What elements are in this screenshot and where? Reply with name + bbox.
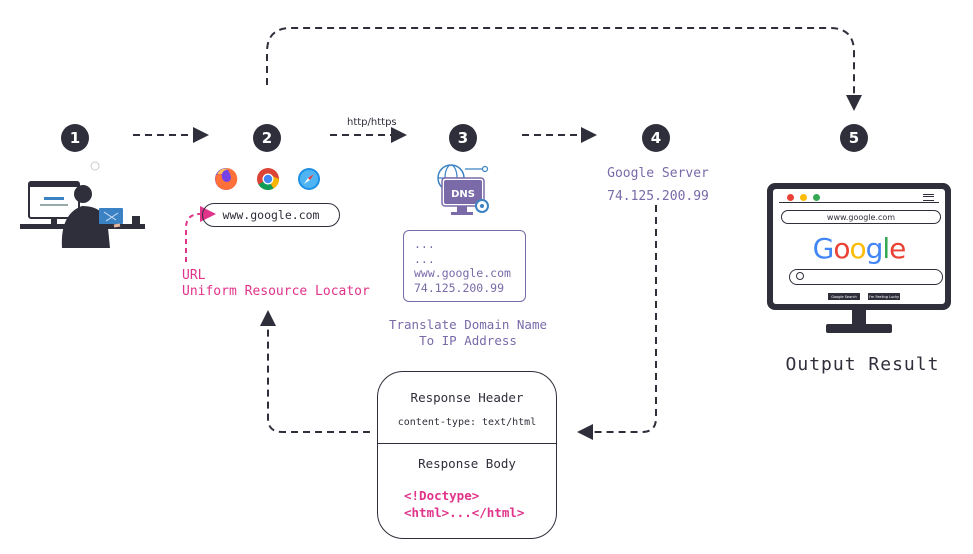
arrow-server-to-response: [577, 205, 657, 440]
firefox-icon: [213, 166, 239, 192]
url-caption: URL Uniform Resource Locator: [182, 268, 370, 300]
dns-caption: Translate Domain Name To IP Address: [383, 317, 553, 349]
step-5-badge: 5: [840, 124, 868, 152]
feeling-lucky-button: I'm Feeling Lucky: [868, 293, 900, 300]
google-search-button: Google Search: [828, 293, 860, 300]
dns-icon-text: DNS: [451, 189, 475, 200]
dns-ip: 74.125.200.99: [414, 280, 505, 295]
output-monitor: www.google.com Google Google Search I'm …: [767, 183, 951, 310]
url-caption-abbr: URL: [182, 268, 206, 283]
dns-server-icon: DNS: [433, 162, 495, 222]
monitor-neck: [852, 310, 866, 324]
step-1-badge: 1: [61, 124, 89, 152]
safari-icon: [296, 166, 322, 192]
chrome-icon: [255, 166, 281, 192]
url-bar: www.google.com: [202, 203, 340, 227]
arrow-response-to-browser: [260, 310, 370, 433]
output-search-box: [789, 269, 943, 285]
google-server: Google Server 74.125.200.99: [598, 162, 718, 208]
response-header-value: content-type: text/html: [397, 417, 537, 428]
arrow-2-to-5: [266, 27, 862, 111]
step-3-badge: 3: [449, 124, 477, 152]
step-2-badge: 2: [253, 124, 281, 152]
protocol-label: http/https: [347, 117, 397, 128]
arrow-url-pointer: [185, 206, 216, 262]
dns-lookup-box: ... ... www.google.com 74.125.200.99: [403, 230, 526, 302]
response-header-title: Response Header: [410, 390, 524, 405]
window-maximize-dot: [813, 194, 820, 201]
response-body-doctype: <!Doctype>: [404, 488, 480, 503]
window-close-dot: [787, 194, 794, 201]
response-body-code: <!Doctype> <html>...</html>: [404, 487, 524, 521]
url-caption-full: Uniform Resource Locator: [182, 284, 370, 299]
response-box: Response Header content-type: text/html …: [377, 371, 557, 539]
step-4-badge: 4: [642, 124, 670, 152]
dns-line-1: ...: [414, 237, 435, 251]
response-body-html: <html>...</html>: [404, 505, 525, 520]
server-ip: 74.125.200.99: [607, 189, 709, 204]
output-caption: Output Result: [785, 354, 940, 375]
server-name: Google Server: [607, 166, 709, 181]
window-minimize-dot: [800, 194, 807, 201]
output-address-bar: www.google.com: [781, 210, 941, 224]
menu-icon: [923, 194, 934, 201]
search-icon: [796, 272, 804, 280]
dns-caption-line2: To IP Address: [419, 333, 517, 348]
response-body-title: Response Body: [418, 456, 516, 471]
dns-line-2: ...: [414, 251, 435, 266]
monitor-stand: [826, 324, 892, 333]
google-logo: Google: [812, 232, 907, 265]
output-screen: www.google.com Google Google Search I'm …: [773, 189, 945, 304]
dns-caption-line1: Translate Domain Name: [388, 317, 548, 332]
response-divider: [378, 443, 556, 444]
dns-domain: www.google.com: [414, 266, 511, 280]
